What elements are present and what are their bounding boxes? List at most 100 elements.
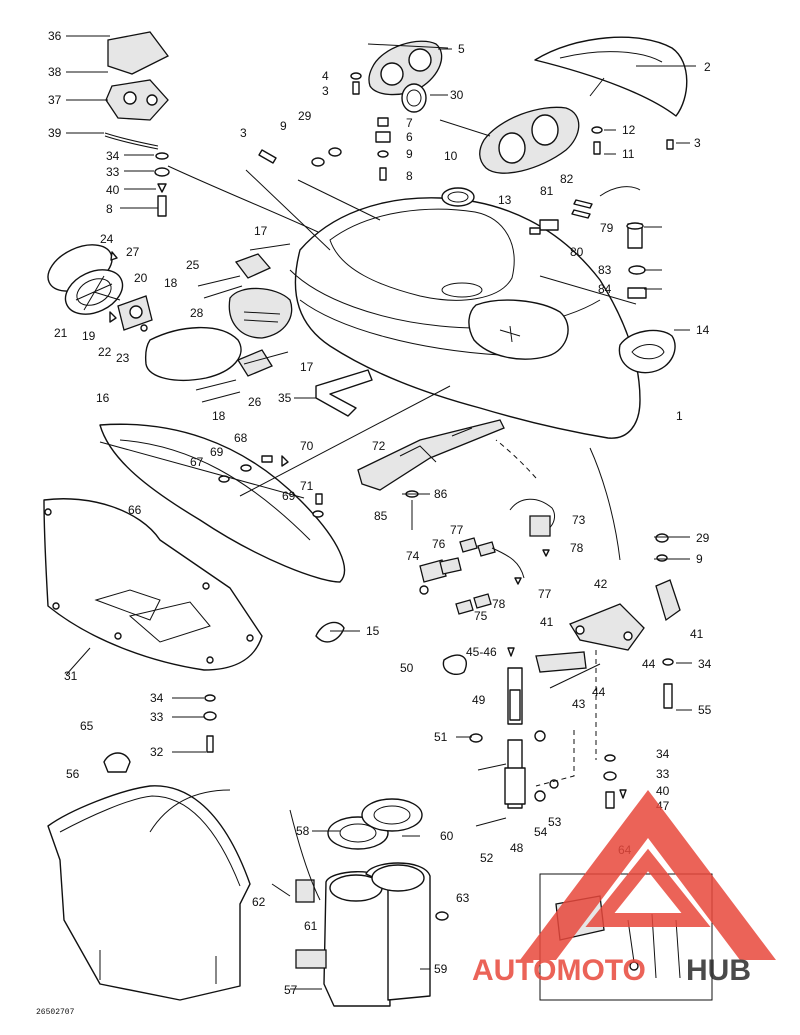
callout-52: 52 [480,851,494,865]
callout-75: 75 [474,609,488,623]
callout-20: 20 [134,271,148,285]
callout-45-46: 45-46 [466,645,497,659]
callout-78: 78 [570,541,584,555]
callout-33: 33 [106,165,120,179]
callout-30: 30 [450,88,464,102]
callout-labels: 36 38 37 39 34 33 40 8 4 3 5 30 7 6 9 8 … [48,29,712,997]
callout-37: 37 [48,93,62,107]
callout-23: 23 [116,351,130,365]
callout-22: 22 [98,345,112,359]
callout-54: 54 [534,825,548,839]
callout-18b: 18 [212,409,226,423]
callout-10: 10 [444,149,458,163]
part-28 [228,287,293,339]
callout-6: 6 [406,130,413,144]
lid-part-16 [144,326,242,381]
callout-70: 70 [300,439,314,453]
strap-part-15 [315,621,345,643]
callout-9: 9 [406,147,413,161]
callout-28: 28 [190,306,204,320]
watermark-text-automoto: AUTOMOTO [472,954,646,987]
callout-8b: 8 [406,169,413,183]
callout-18: 18 [164,276,178,290]
callout-29b: 29 [696,531,710,545]
windscreen-part-2 [534,36,688,117]
callout-51: 51 [434,730,448,744]
callout-34d: 34 [656,747,670,761]
callout-33c: 33 [656,767,670,781]
callout-82: 82 [560,172,574,186]
callout-78b: 78 [492,597,506,611]
callout-69: 69 [210,445,224,459]
brackets-17-18-25-26 [195,243,291,403]
callout-33b: 33 [150,710,164,724]
tray-part-31 [43,498,263,671]
callout-4: 4 [322,69,329,83]
callout-3: 3 [322,84,329,98]
callout-69b: 69 [282,489,296,503]
callout-56: 56 [66,767,80,781]
ring-part-13 [441,187,475,207]
callout-81: 81 [540,184,554,198]
callout-41: 41 [540,615,554,629]
cap-part-65 [103,752,131,773]
screw-3-right [666,139,674,150]
electrical-group-73-78 [405,490,555,615]
callout-74: 74 [406,549,420,563]
callout-14: 14 [696,323,710,337]
callout-38: 38 [48,65,62,79]
callout-1: 1 [676,409,683,423]
callout-62: 62 [252,895,266,909]
callout-19: 19 [82,329,96,343]
hardware-34-33-32 [203,694,217,753]
watermark-triangle [520,790,776,960]
callout-39: 39 [48,126,62,140]
callout-44b: 44 [592,685,606,699]
callout-26: 26 [248,395,262,409]
callout-3b: 3 [694,136,701,150]
callout-49: 49 [472,693,486,707]
watermark-text-hub: HUB [686,954,751,987]
storage-bin-part-56 [47,785,251,1001]
shock-absorber-48 [469,730,559,827]
callout-29: 29 [298,109,312,123]
callout-73: 73 [572,513,586,527]
body-cover-part-1 [289,197,641,439]
hardware-stack-7-6-9-8 [375,117,391,181]
hardware-4-3 [350,72,362,95]
callout-66: 66 [128,503,142,517]
part-14 [618,329,676,374]
latch-mechanism-41-55 [442,533,681,725]
callout-80: 80 [570,245,584,259]
callout-25: 25 [186,258,200,272]
callout-9c: 9 [696,552,703,566]
callout-41b: 41 [690,627,704,641]
callout-58: 58 [296,824,310,838]
watermark-logo: AUTOMOTO HUB [472,790,776,987]
plate-part-72 [357,419,505,491]
callout-84: 84 [598,282,612,296]
part-35 [315,369,373,417]
callout-71: 71 [300,479,314,493]
callout-31: 31 [64,669,78,683]
callout-43: 43 [572,697,586,711]
callout-16: 16 [96,391,110,405]
callout-53: 53 [548,815,562,829]
callout-34c: 34 [150,691,164,705]
callout-76: 76 [432,537,446,551]
callout-24: 24 [100,232,114,246]
callout-61: 61 [304,919,318,933]
callout-42: 42 [594,577,608,591]
gauge-bezel-part-10 [479,106,580,174]
callout-17b: 17 [300,360,314,374]
callout-7: 7 [406,116,413,130]
callout-86: 86 [434,487,448,501]
trim-part-66 [99,423,346,583]
callout-35: 35 [278,391,292,405]
gauge-part-30 [401,83,427,113]
callout-ticks [65,35,696,990]
hardware-67-71 [218,455,324,518]
callout-27: 27 [126,245,140,259]
callout-63: 63 [456,891,470,905]
